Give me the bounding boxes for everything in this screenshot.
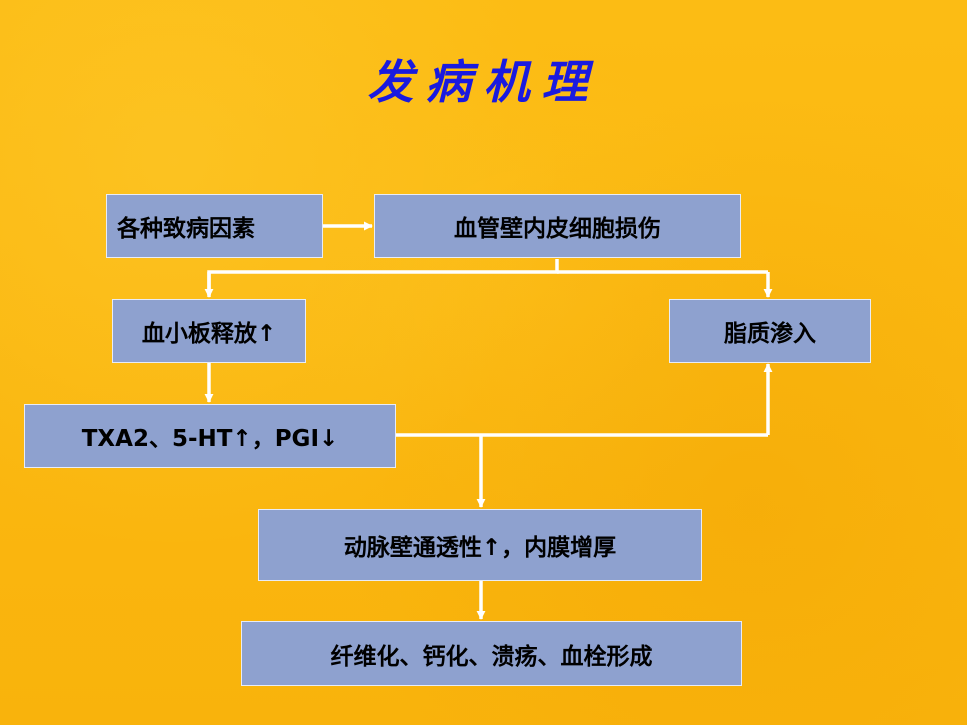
- node-endothelial-injury-label: 血管壁内皮细胞损伤: [454, 216, 661, 242]
- node-lipid-infiltration: 脂质渗入: [669, 299, 871, 363]
- node-lipid-infiltration-label: 脂质渗入: [724, 321, 816, 347]
- node-platelet-release-label: 血小板释放↑: [141, 321, 277, 347]
- node-causes: 各种致病因素: [106, 194, 323, 258]
- node-mediators-label: TXA2、5-HT↑，PGI↓: [81, 426, 339, 452]
- node-permeability-label: 动脉壁通透性↑，内膜增厚: [343, 535, 617, 561]
- node-outcomes: 纤维化、钙化、溃疡、血栓形成: [241, 621, 742, 686]
- node-outcomes-label: 纤维化、钙化、溃疡、血栓形成: [330, 643, 653, 670]
- node-platelet-release: 血小板释放↑: [112, 299, 306, 363]
- slide-title: 发病机理: [367, 55, 600, 109]
- node-permeability: 动脉壁通透性↑，内膜增厚: [258, 509, 702, 581]
- node-mediators: TXA2、5-HT↑，PGI↓: [24, 404, 396, 468]
- node-causes-label: 各种致病因素: [117, 216, 255, 242]
- node-endothelial-injury: 血管壁内皮细胞损伤: [374, 194, 741, 258]
- branch-injury-split: [207, 259, 559, 295]
